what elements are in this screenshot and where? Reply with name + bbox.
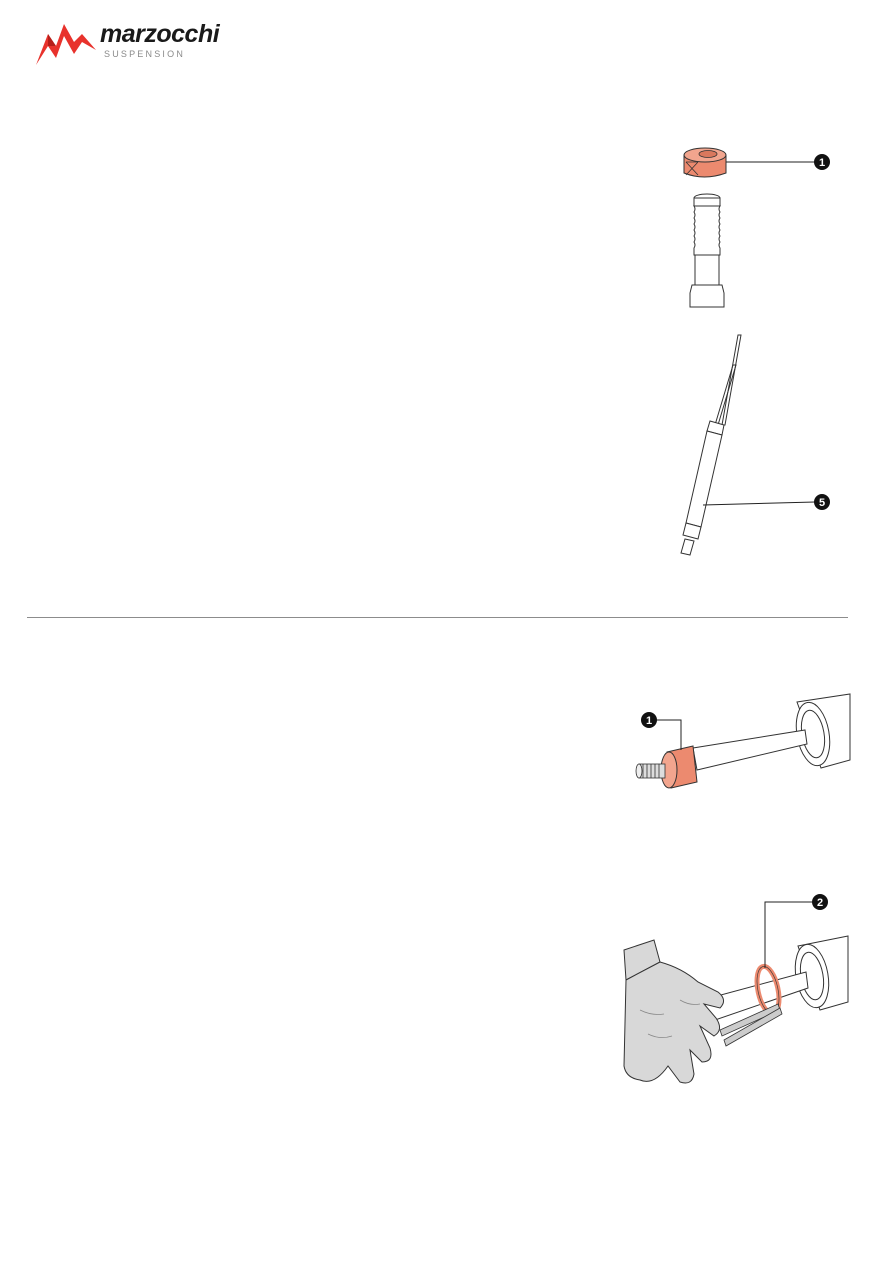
logo-wordmark: marzocchi [100,20,220,48]
svg-text:1: 1 [819,157,825,169]
gloved-hand [623,939,724,1084]
callout-2-ring: 2 [812,894,828,910]
callout-1-install: 1 [641,712,657,728]
svg-text:2: 2 [817,897,823,909]
nut-part [683,147,727,178]
section-divider [27,617,848,618]
threaded-end [635,763,666,779]
callout-1-top: 1 [814,154,830,170]
pliers-tool [719,1003,783,1047]
nut-highlight [660,745,698,789]
svg-text:1: 1 [646,715,652,727]
shaft [692,729,808,771]
logo-tagline: SUSPENSION [104,49,186,59]
svg-text:5: 5 [819,497,825,509]
ring-install-illustration: 2 [623,894,849,1084]
callout-5-rod: 5 [814,494,830,510]
outer-tube [795,693,851,769]
rod-part [680,334,742,556]
nut-install-illustration: 1 [635,693,851,789]
outer-tube-2 [794,935,849,1011]
brand-logo: marzocchi SUSPENSION [34,18,234,70]
marzocchi-logo-icon [36,24,96,65]
parts-illustration: 1 5 [680,147,830,556]
tool-part [689,193,725,308]
